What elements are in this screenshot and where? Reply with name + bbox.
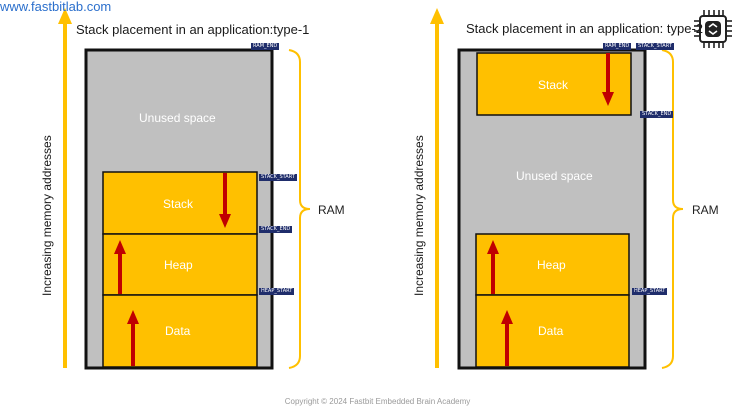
diagram2-tag-stack-end: STACK_END — [640, 111, 674, 118]
diagram1-stack-arrow — [219, 173, 231, 228]
chip-icon — [694, 10, 732, 48]
diagram2-heap-label: Heap — [537, 258, 566, 272]
diagram2-stack-block — [476, 52, 632, 116]
diagram2-axis-arrow — [430, 8, 444, 368]
diagram1-tag-stack-end: STACK_END — [259, 226, 293, 233]
diagram1-axis-label: Increasing memory addresses — [40, 135, 54, 296]
diagram1-axis-arrow — [58, 8, 72, 368]
diagram2-title: Stack placement in an application: type-… — [466, 21, 704, 36]
diagram1-data-label: Data — [165, 324, 191, 338]
diagram2-ram-brace — [661, 49, 684, 369]
diagram2-ram-label: RAM — [692, 203, 719, 217]
diagram2-data-label: Data — [538, 324, 564, 338]
diagram2-stack-label: Stack — [538, 78, 569, 92]
diagram2-unused-label: Unused space — [516, 169, 593, 183]
diagram1-tag-ram-end: RAM_END — [251, 43, 280, 50]
diagram2-tag-heap-start: HEAP_START — [632, 288, 668, 295]
diagram1-data-block — [102, 294, 258, 368]
diagram2-tag-stack-start: STACK_START — [636, 43, 674, 50]
diagram1-heap-arrow — [114, 240, 126, 294]
diagram1-data-arrow — [127, 310, 139, 366]
diagram2-heap-arrow — [487, 240, 499, 294]
diagram2-tag-ram-end: RAM_END — [603, 43, 632, 50]
diagram1-tag-heap-start: HEAP_START — [259, 288, 295, 295]
site-url[interactable]: www.fastbitlab.com — [0, 0, 112, 14]
diagram1-tag-stack-start: STACK_START — [259, 174, 297, 181]
diagram2-heap-block — [475, 233, 630, 296]
diagram1-title: Stack placement in an application:type-1 — [76, 22, 310, 37]
diagram1-ram-label: RAM — [318, 203, 345, 217]
diagram1-unused-label: Unused space — [139, 111, 216, 125]
diagram2-axis-label: Increasing memory addresses — [412, 135, 426, 296]
copyright-footer: Copyright © 2024 Fastbit Embedded Brain … — [284, 397, 471, 406]
diagram1-ram-brace — [288, 49, 311, 369]
diagram1-heap-label: Heap — [164, 258, 193, 272]
diagram1-stack-label: Stack — [163, 197, 194, 211]
diagram2-data-block — [475, 294, 630, 368]
diagram1-stack-block — [102, 171, 258, 235]
diagram2-stack-arrow — [602, 53, 614, 106]
diagram2-data-arrow — [501, 310, 513, 366]
